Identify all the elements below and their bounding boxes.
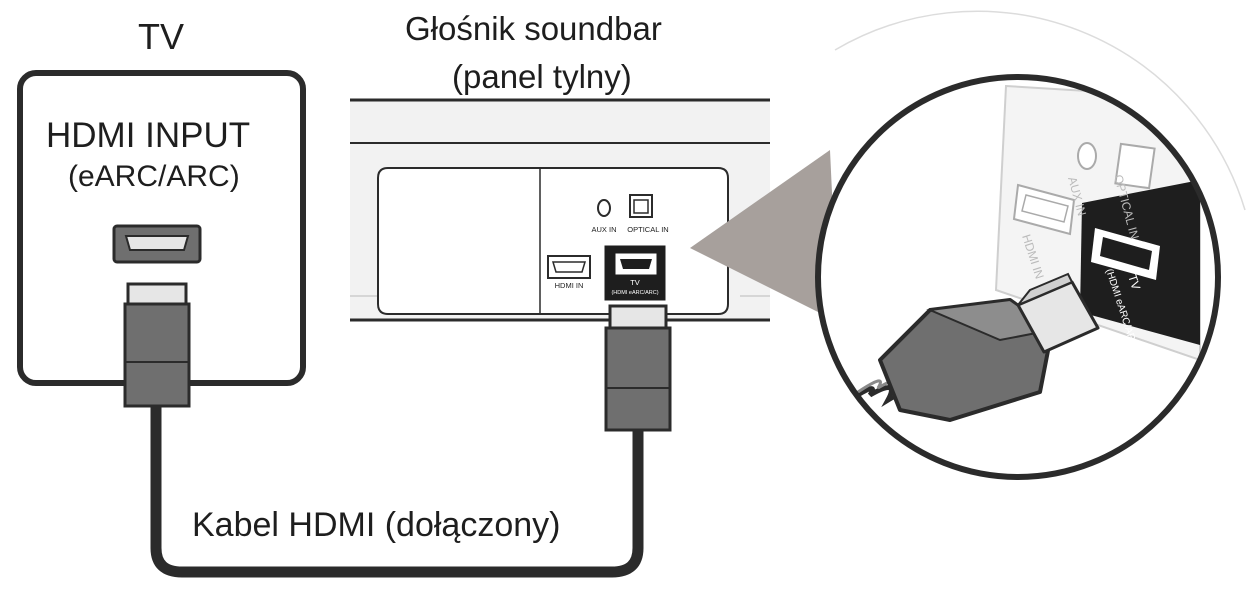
soundbar-aux-label: AUX IN [591, 225, 616, 234]
zoom-tv-label: TV [1125, 273, 1143, 292]
soundbar-optical-label: OPTICAL IN [627, 225, 668, 234]
zoom-detail [818, 77, 1218, 477]
soundbar-side-hdmi-plug [604, 304, 672, 432]
soundbar-hdmi-in-port [547, 255, 591, 279]
soundbar-hdmi-in-label: HDMI IN [555, 281, 584, 290]
hdmi-cable-line [150, 399, 644, 578]
background-arc [834, 10, 1246, 211]
soundbar-tv-label: TV [630, 278, 640, 287]
soundbar-tv-earc-port [604, 245, 666, 301]
tv-port-sublabel: (eARC/ARC) [68, 160, 240, 193]
cable-label: Kabel HDMI (dołączony) [190, 506, 563, 545]
soundbar-title: Głośnik soundbar [405, 10, 662, 47]
tv-port-label: HDMI INPUT [46, 116, 251, 155]
tv-title: TV [138, 16, 185, 57]
soundbar-optical-port [629, 194, 653, 218]
soundbar-subtitle: (panel tylny) [452, 58, 632, 95]
zoom-circle-outline [815, 74, 1221, 480]
zoom-callout-wedge [690, 150, 838, 322]
soundbar-tv-sublabel: (HDMI eARC/ARC) [611, 290, 658, 296]
tv-side-hdmi-plug [123, 282, 191, 408]
soundbar-aux-port [597, 199, 611, 217]
tv-hdmi-port [112, 224, 202, 264]
